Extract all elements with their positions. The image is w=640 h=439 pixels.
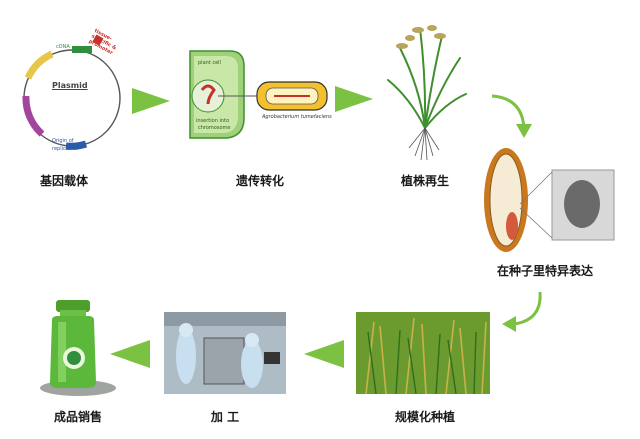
- curved-arrow-down-left-icon: [500, 290, 548, 334]
- rice-field-photo: [356, 312, 490, 394]
- origin-label-1: Origin of: [52, 138, 74, 144]
- agrobacterium-label: Agrobacterium tumefaciens: [262, 114, 332, 120]
- product-bottle-image: [34, 296, 118, 400]
- transformation-diagram: [182, 46, 330, 146]
- caption-seed: 在种子里特异表达: [496, 264, 593, 278]
- seed-cross-section-image: [472, 144, 622, 256]
- plant-cell-label: plant cell: [198, 60, 221, 66]
- caption-processing: 加 工: [210, 410, 240, 424]
- origin-label-2: replication: [52, 146, 79, 152]
- arrow-right-icon: [132, 86, 170, 116]
- arrow-left-icon: [110, 338, 150, 370]
- arrow-left-icon: [304, 338, 344, 370]
- processing-lab-photo: [164, 312, 286, 394]
- chromosome-label-1: insertion into: [196, 118, 230, 124]
- caption-regen: 植株再生: [400, 174, 449, 188]
- chromosome-label-2: chromosome: [198, 125, 231, 131]
- plasmid-diagram: [10, 18, 138, 158]
- cdna-label: cDNA: [56, 44, 70, 50]
- arrow-right-icon: [335, 84, 373, 114]
- caption-vector: 基因载体: [40, 174, 89, 188]
- curved-arrow-down-icon: [488, 90, 538, 140]
- caption-transform: 遗传转化: [235, 174, 284, 188]
- caption-planting: 规模化种植: [394, 410, 455, 424]
- caption-sales: 成品销售: [53, 410, 102, 424]
- plasmid-title: Plasmid: [52, 81, 88, 90]
- rice-plant-image: [380, 18, 470, 168]
